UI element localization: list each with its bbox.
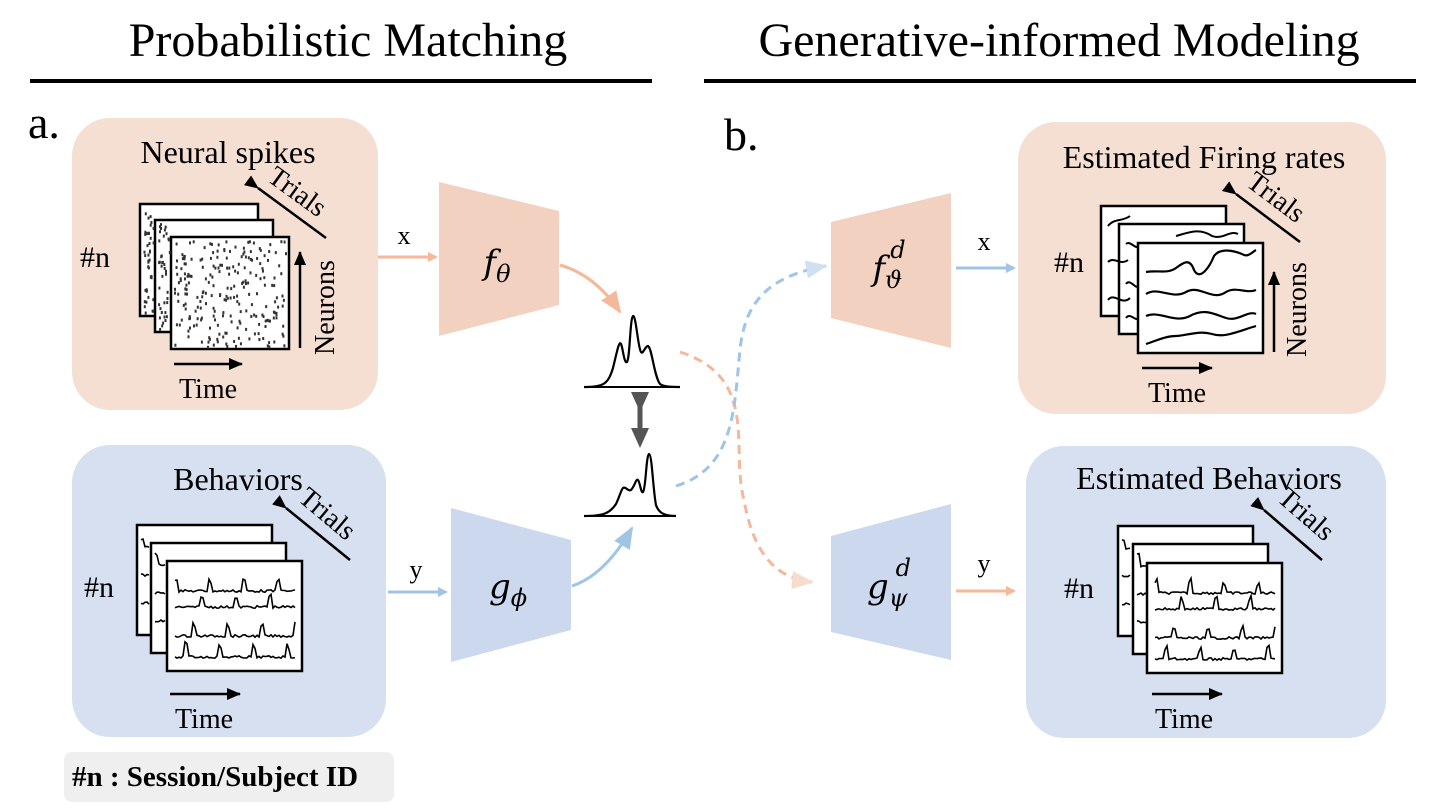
behaviors-time-label: Time (175, 704, 233, 735)
spike-raster-stack (138, 202, 291, 351)
estimated-behaviors-n-label: #n (1064, 572, 1094, 605)
neural-encoder-trapezoid (439, 182, 559, 336)
panel-label-a: a. (28, 97, 60, 148)
legend-box (64, 752, 394, 802)
rates-neurons-label: Neurons (1282, 262, 1313, 357)
behavior-decoder-label: gψd (867, 554, 911, 612)
firing-rate-stack (1099, 204, 1265, 355)
behavior-traces (140, 537, 296, 660)
behavior-encoder-label: gϕ (489, 567, 527, 612)
y-output-label: y (978, 549, 991, 578)
latent-distribution-neural (583, 314, 681, 389)
spikes-neurons-label: Neurons (310, 260, 341, 355)
neural-decoder-trapezoid (831, 193, 951, 348)
firing-rates-n-label: #n (1054, 246, 1084, 279)
legend-session-subject-id: #n : Session/Subject ID (72, 761, 359, 793)
neural-latent-to-behavior-decoder-arrow (679, 350, 814, 590)
est-behaviors-time-label: Time (1155, 704, 1213, 735)
behavior-panel-front (165, 559, 304, 673)
behaviors-trials-arrow (272, 495, 351, 561)
rates-time-label: Time (1148, 378, 1206, 409)
rates-trials-arrow (1222, 181, 1301, 243)
rate-panel-front (1136, 241, 1265, 355)
header-generative-modeling: Generative-informed Modeling (758, 14, 1359, 67)
panel-label-b: b. (724, 109, 759, 160)
firing-rate-curves (1107, 215, 1257, 346)
behavior-latent-to-neural-decoder-arrow (675, 260, 828, 488)
behavior-encoder-trapezoid (451, 508, 571, 662)
latent-distribution-behavior (583, 452, 677, 518)
behavior-decoder-trapezoid (831, 504, 951, 660)
behavior-to-latent-arrow (571, 526, 634, 588)
estimated-behavior-traces (1121, 538, 1276, 662)
spikes-trials-arrow (243, 175, 327, 240)
header-probabilistic-matching: Probabilistic Matching (129, 14, 568, 67)
neural-spikes-n-label: #n (80, 241, 110, 274)
estimated-behaviors-title: Estimated Behaviors (1076, 460, 1342, 496)
behavior-trace-stack (135, 523, 304, 673)
estimated-behavior-trace-stack (1116, 524, 1284, 675)
x-output-label: x (978, 227, 991, 256)
y-input-label: y (410, 555, 423, 584)
spike-raster-front (169, 235, 291, 351)
x-input-label: x (398, 221, 411, 250)
spike-dots (143, 212, 287, 349)
neural-to-latent-arrow (559, 263, 622, 314)
spikes-time-label: Time (179, 374, 237, 405)
est-behavior-panel-front (1145, 561, 1284, 675)
behaviors-title: Behaviors (173, 461, 303, 497)
estimated-firing-rates-title: Estimated Firing rates (1063, 139, 1346, 175)
behaviors-n-label: #n (84, 571, 114, 604)
neural-spikes-title: Neural spikes (140, 134, 315, 170)
est-behaviors-trials-arrow (1250, 496, 1323, 561)
